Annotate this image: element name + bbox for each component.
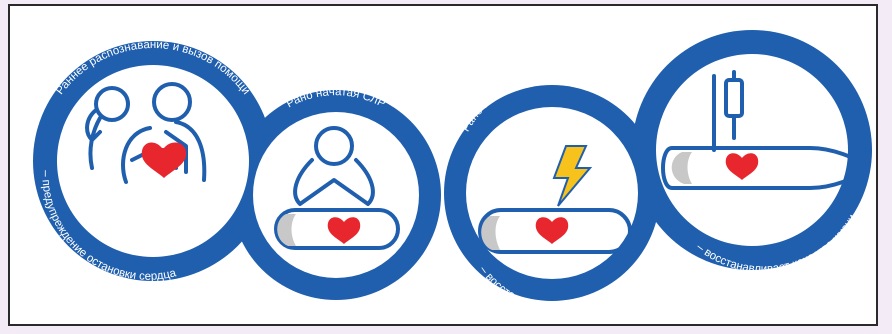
link-2-bottom-label: – спасает время (294, 298, 382, 319)
